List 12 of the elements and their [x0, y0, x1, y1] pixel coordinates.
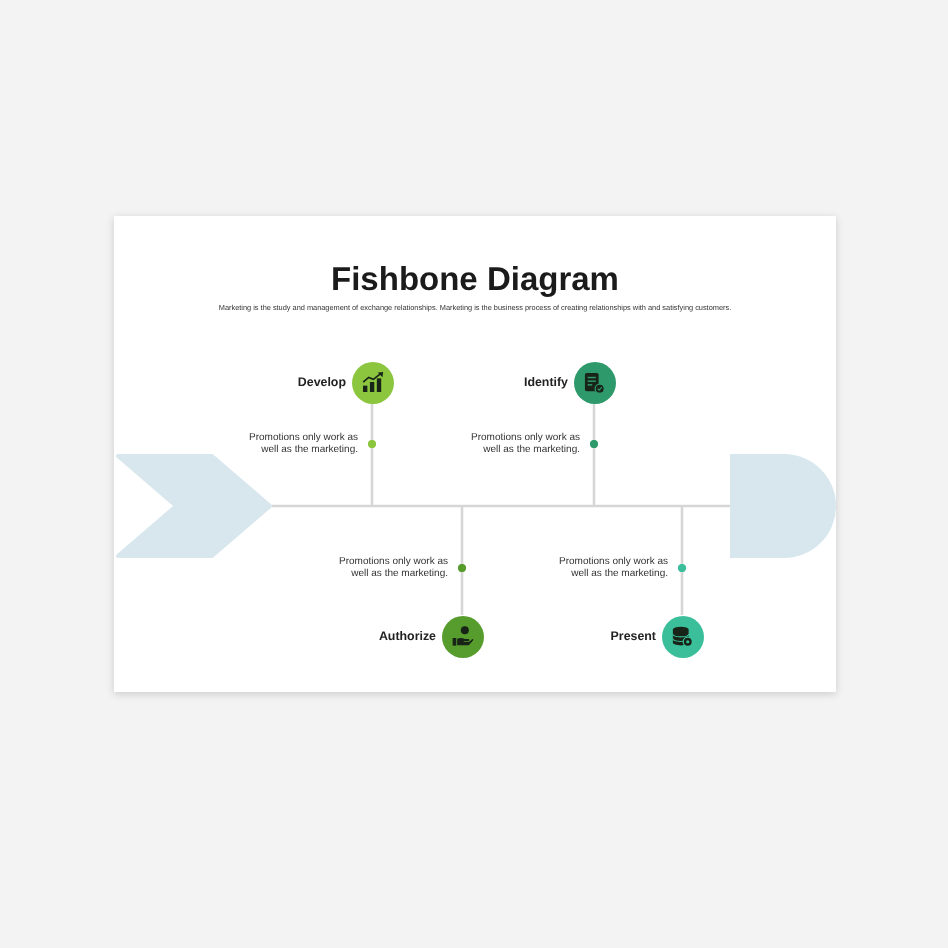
icon-circle: [661, 615, 703, 657]
icon-circle: [441, 615, 483, 657]
icon-circle: [351, 361, 393, 403]
fish-head: [730, 454, 836, 558]
bone-line: [368, 403, 376, 506]
fish-tail: [116, 454, 272, 558]
title: Fishbone Diagram: [331, 260, 619, 300]
spine-line: [272, 504, 730, 508]
icon-circle: [573, 361, 615, 403]
bone-line: [590, 403, 598, 506]
bone-line: [678, 506, 686, 615]
bone-line: [458, 506, 466, 615]
